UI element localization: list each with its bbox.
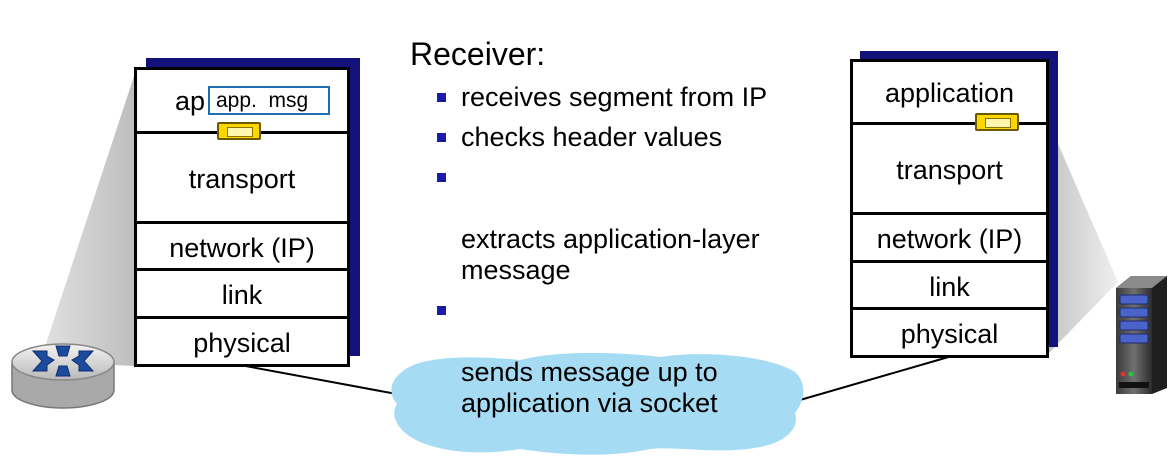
receiver-layer-physical: physical bbox=[853, 307, 1046, 358]
receiver-layer-network-label: network (IP) bbox=[876, 223, 1023, 254]
sender-stack: ap transport network (IP) link physical bbox=[134, 67, 350, 367]
sender-layer-transport: transport bbox=[137, 131, 347, 224]
segment-header-icon bbox=[975, 113, 1019, 131]
receiver-layer-physical-label: physical bbox=[900, 318, 999, 349]
sender-link bbox=[239, 364, 403, 396]
network-cloud-icon bbox=[391, 352, 804, 455]
router-icon bbox=[11, 343, 115, 409]
sender-layer-transport-label: transport bbox=[188, 163, 296, 194]
sender-layer-physical: physical bbox=[137, 316, 347, 367]
receiver-layer-transport-label: transport bbox=[896, 154, 1003, 185]
bullet-square-icon bbox=[437, 306, 446, 315]
sender-layer-link: link bbox=[137, 268, 347, 319]
bullet-item: receives segment from IP bbox=[437, 82, 837, 113]
bullet-item: extracts application-layer message bbox=[437, 162, 837, 286]
bullet-square-icon bbox=[437, 133, 446, 142]
bullet-text: receives segment from IP bbox=[461, 82, 768, 112]
sender-layer-application-label: ap bbox=[175, 85, 206, 116]
sender-layer-application: ap bbox=[137, 70, 347, 132]
segment-header-icon bbox=[217, 122, 261, 140]
receiver-title: Receiver: bbox=[410, 36, 546, 72]
server-icon bbox=[1116, 276, 1167, 394]
receiver-bullets: receives segment from IP checks header v… bbox=[437, 82, 837, 419]
sender-layer-physical-label: physical bbox=[193, 327, 291, 358]
app-message-label: app. msg bbox=[216, 89, 309, 112]
bullet-text: extracts application-layer message bbox=[461, 224, 760, 285]
receiver-layer-application: application bbox=[853, 62, 1046, 124]
sender-layer-link-label: link bbox=[221, 279, 263, 310]
bullet-item: sends message up to application via sock… bbox=[437, 295, 837, 419]
bullet-text: sends message up to application via sock… bbox=[461, 357, 718, 418]
sender-layer-network: network (IP) bbox=[137, 221, 347, 272]
bullet-square-icon bbox=[437, 173, 446, 182]
receiver-stack: application transport network (IP) link … bbox=[850, 59, 1049, 358]
receiver-layer-link-label: link bbox=[929, 271, 970, 302]
receiver-link bbox=[799, 355, 953, 401]
bullet-item: checks header values bbox=[437, 122, 837, 153]
receiver-layer-transport: transport bbox=[853, 122, 1046, 215]
receiver-layer-link: link bbox=[853, 260, 1046, 311]
sender-beam bbox=[40, 70, 136, 366]
app-message-box: app. msg bbox=[208, 86, 330, 115]
sender-layer-network-label: network (IP) bbox=[169, 232, 315, 263]
receiver-layer-network: network (IP) bbox=[853, 212, 1046, 263]
bullet-square-icon bbox=[437, 93, 446, 102]
bullet-text: checks header values bbox=[461, 122, 723, 152]
receiver-layer-application-label: application bbox=[884, 77, 1015, 108]
receiver-beam bbox=[1046, 116, 1118, 356]
